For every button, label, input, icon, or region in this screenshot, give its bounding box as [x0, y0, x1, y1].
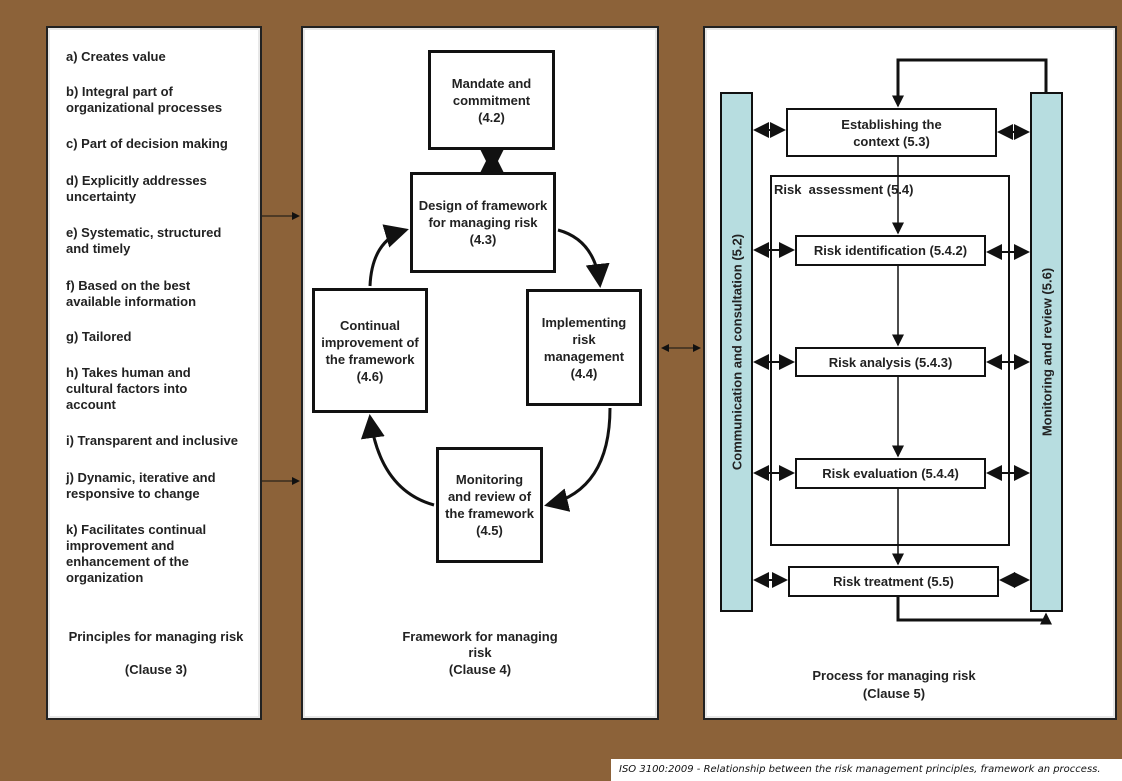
- caption: ISO 3100:2009 - Relationship between the…: [611, 759, 1122, 781]
- communication-bar: Communication and consultation (5.2): [720, 92, 753, 612]
- continual-box: Continual improvement of the framework (…: [312, 288, 428, 413]
- principle-k: k) Facilitates continual improvement and…: [66, 522, 207, 585]
- design-box: Design of framework for managing risk (4…: [410, 172, 556, 273]
- principle-j: j) Dynamic, iterative and responsive to …: [66, 470, 216, 501]
- principle-b: b) Integral part of organizational proce…: [66, 84, 223, 115]
- framework-title: Framework for managing risk: [402, 629, 558, 660]
- process-clause: (Clause 5): [862, 686, 926, 701]
- principles-clause: (Clause 3): [124, 662, 188, 677]
- principle-g: g) Tailored: [66, 329, 132, 344]
- context-box: Establishing the context (5.3): [786, 108, 997, 157]
- principle-d: d) Explicitly addresses uncertainty: [66, 173, 207, 204]
- principle-c: c) Part of decision making: [66, 136, 228, 151]
- principle-e: e) Systematic, structured and timely: [66, 225, 222, 256]
- principle-h: h) Takes human and cultural factors into…: [66, 365, 191, 412]
- identification-box: Risk identification (5.4.2): [795, 235, 986, 266]
- process-title: Process for managing risk: [812, 668, 976, 683]
- implementing-box: Implementing risk management (4.4): [526, 289, 642, 406]
- monitoring-framework-box: Monitoring and review of the framework (…: [436, 447, 543, 563]
- principle-f: f) Based on the best available informati…: [66, 278, 197, 309]
- principles-panel: [46, 26, 262, 720]
- analysis-box: Risk analysis (5.4.3): [795, 347, 986, 377]
- monitoring-review-bar: Monitoring and review (5.6): [1030, 92, 1063, 612]
- risk-assessment-label: Risk assessment (5.4): [774, 182, 914, 197]
- principle-i: i) Transparent and inclusive: [66, 433, 238, 448]
- evaluation-box: Risk evaluation (5.4.4): [795, 458, 986, 489]
- principles-title: Principles for managing risk: [68, 629, 244, 644]
- treatment-box: Risk treatment (5.5): [788, 566, 999, 597]
- mandate-box: Mandate and commitment (4.2): [428, 50, 555, 150]
- principle-a: a) Creates value: [66, 49, 166, 64]
- framework-clause: (Clause 4): [448, 662, 512, 677]
